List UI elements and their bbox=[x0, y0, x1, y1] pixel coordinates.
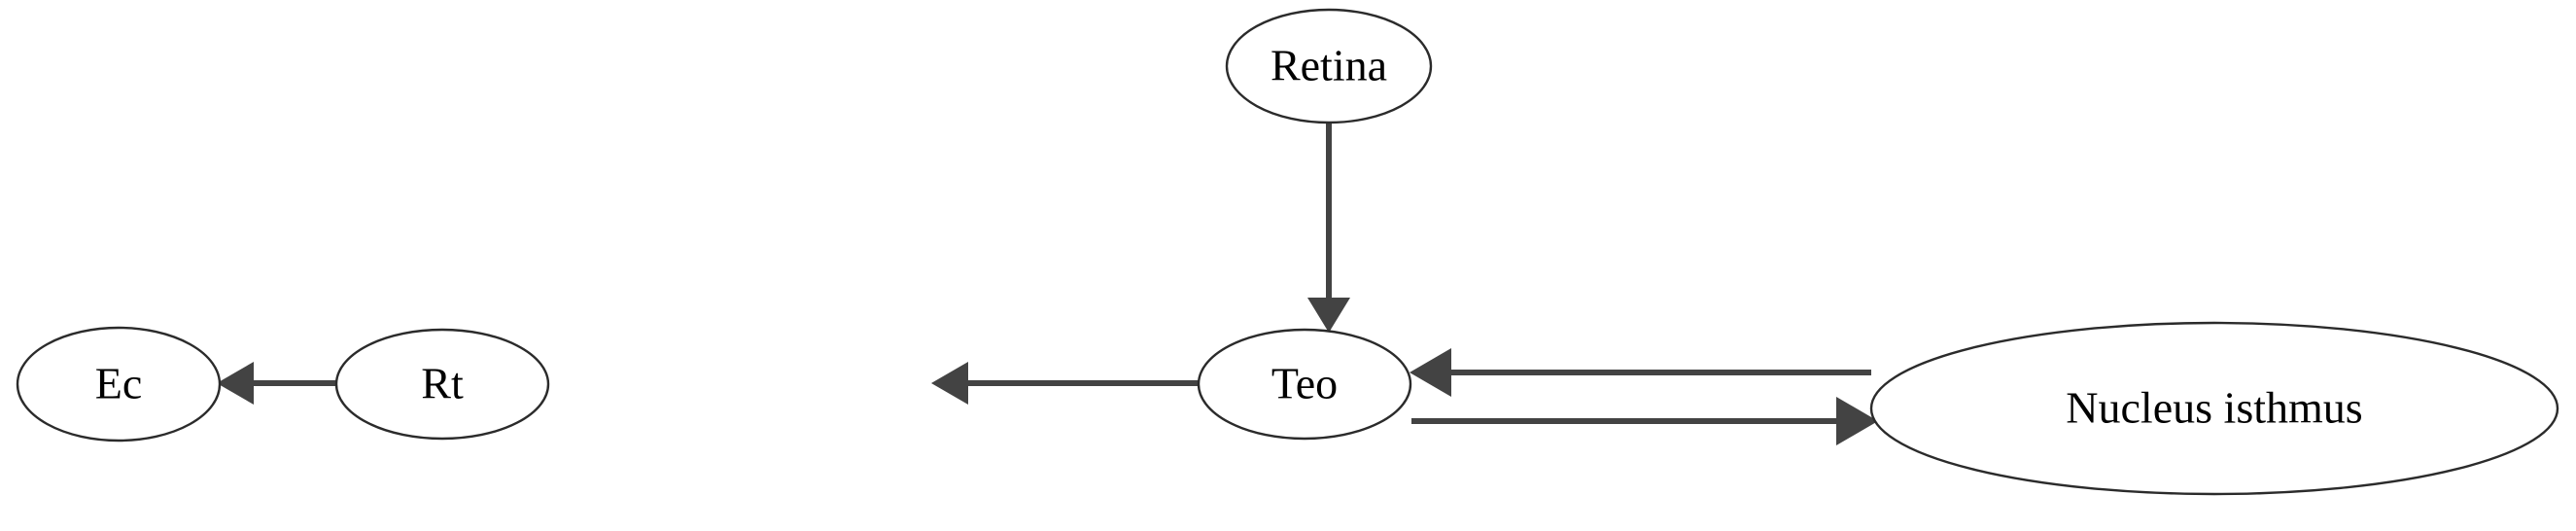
node-teo-shape[interactable] bbox=[1197, 328, 1412, 441]
node-nucleus-isthmus-label: Nucleus isthmus bbox=[2066, 383, 2362, 433]
node-nucleus-isthmus[interactable]: Nucleus isthmus bbox=[1869, 321, 2559, 496]
node-teo-label: Teo bbox=[1271, 359, 1338, 408]
edge-rt-to-ec-arrowhead bbox=[217, 362, 254, 405]
node-rt-label: Rt bbox=[421, 359, 464, 408]
edge-teo-to-rt-arrowhead bbox=[931, 362, 968, 405]
node-layer: Retina Teo Rt Ec Nucleus isthmus bbox=[16, 8, 2559, 496]
edge-nucleus-isthmus-to-teo-arrowhead bbox=[1410, 348, 1451, 397]
edge-nucleus-isthmus-to-teo bbox=[1410, 348, 1871, 397]
edge-teo-to-nucleus-isthmus-arrowhead bbox=[1836, 397, 1878, 445]
node-ec[interactable]: Ec bbox=[16, 326, 222, 442]
node-teo[interactable]: Teo bbox=[1197, 328, 1412, 441]
edge-teo-to-rt bbox=[931, 362, 1198, 405]
node-retina-label: Retina bbox=[1271, 41, 1387, 90]
node-rt-shape[interactable] bbox=[334, 328, 550, 441]
node-rt[interactable]: Rt bbox=[334, 328, 550, 441]
node-ec-shape[interactable] bbox=[16, 326, 222, 442]
node-retina[interactable]: Retina bbox=[1225, 8, 1433, 124]
node-ec-label: Ec bbox=[95, 359, 143, 408]
edge-teo-to-nucleus-isthmus bbox=[1411, 397, 1878, 445]
edge-retina-to-teo bbox=[1307, 124, 1350, 333]
node-nucleus-isthmus-shape[interactable] bbox=[1869, 321, 2559, 496]
edge-retina-to-teo-arrowhead bbox=[1307, 298, 1350, 333]
node-retina-shape[interactable] bbox=[1225, 8, 1433, 124]
